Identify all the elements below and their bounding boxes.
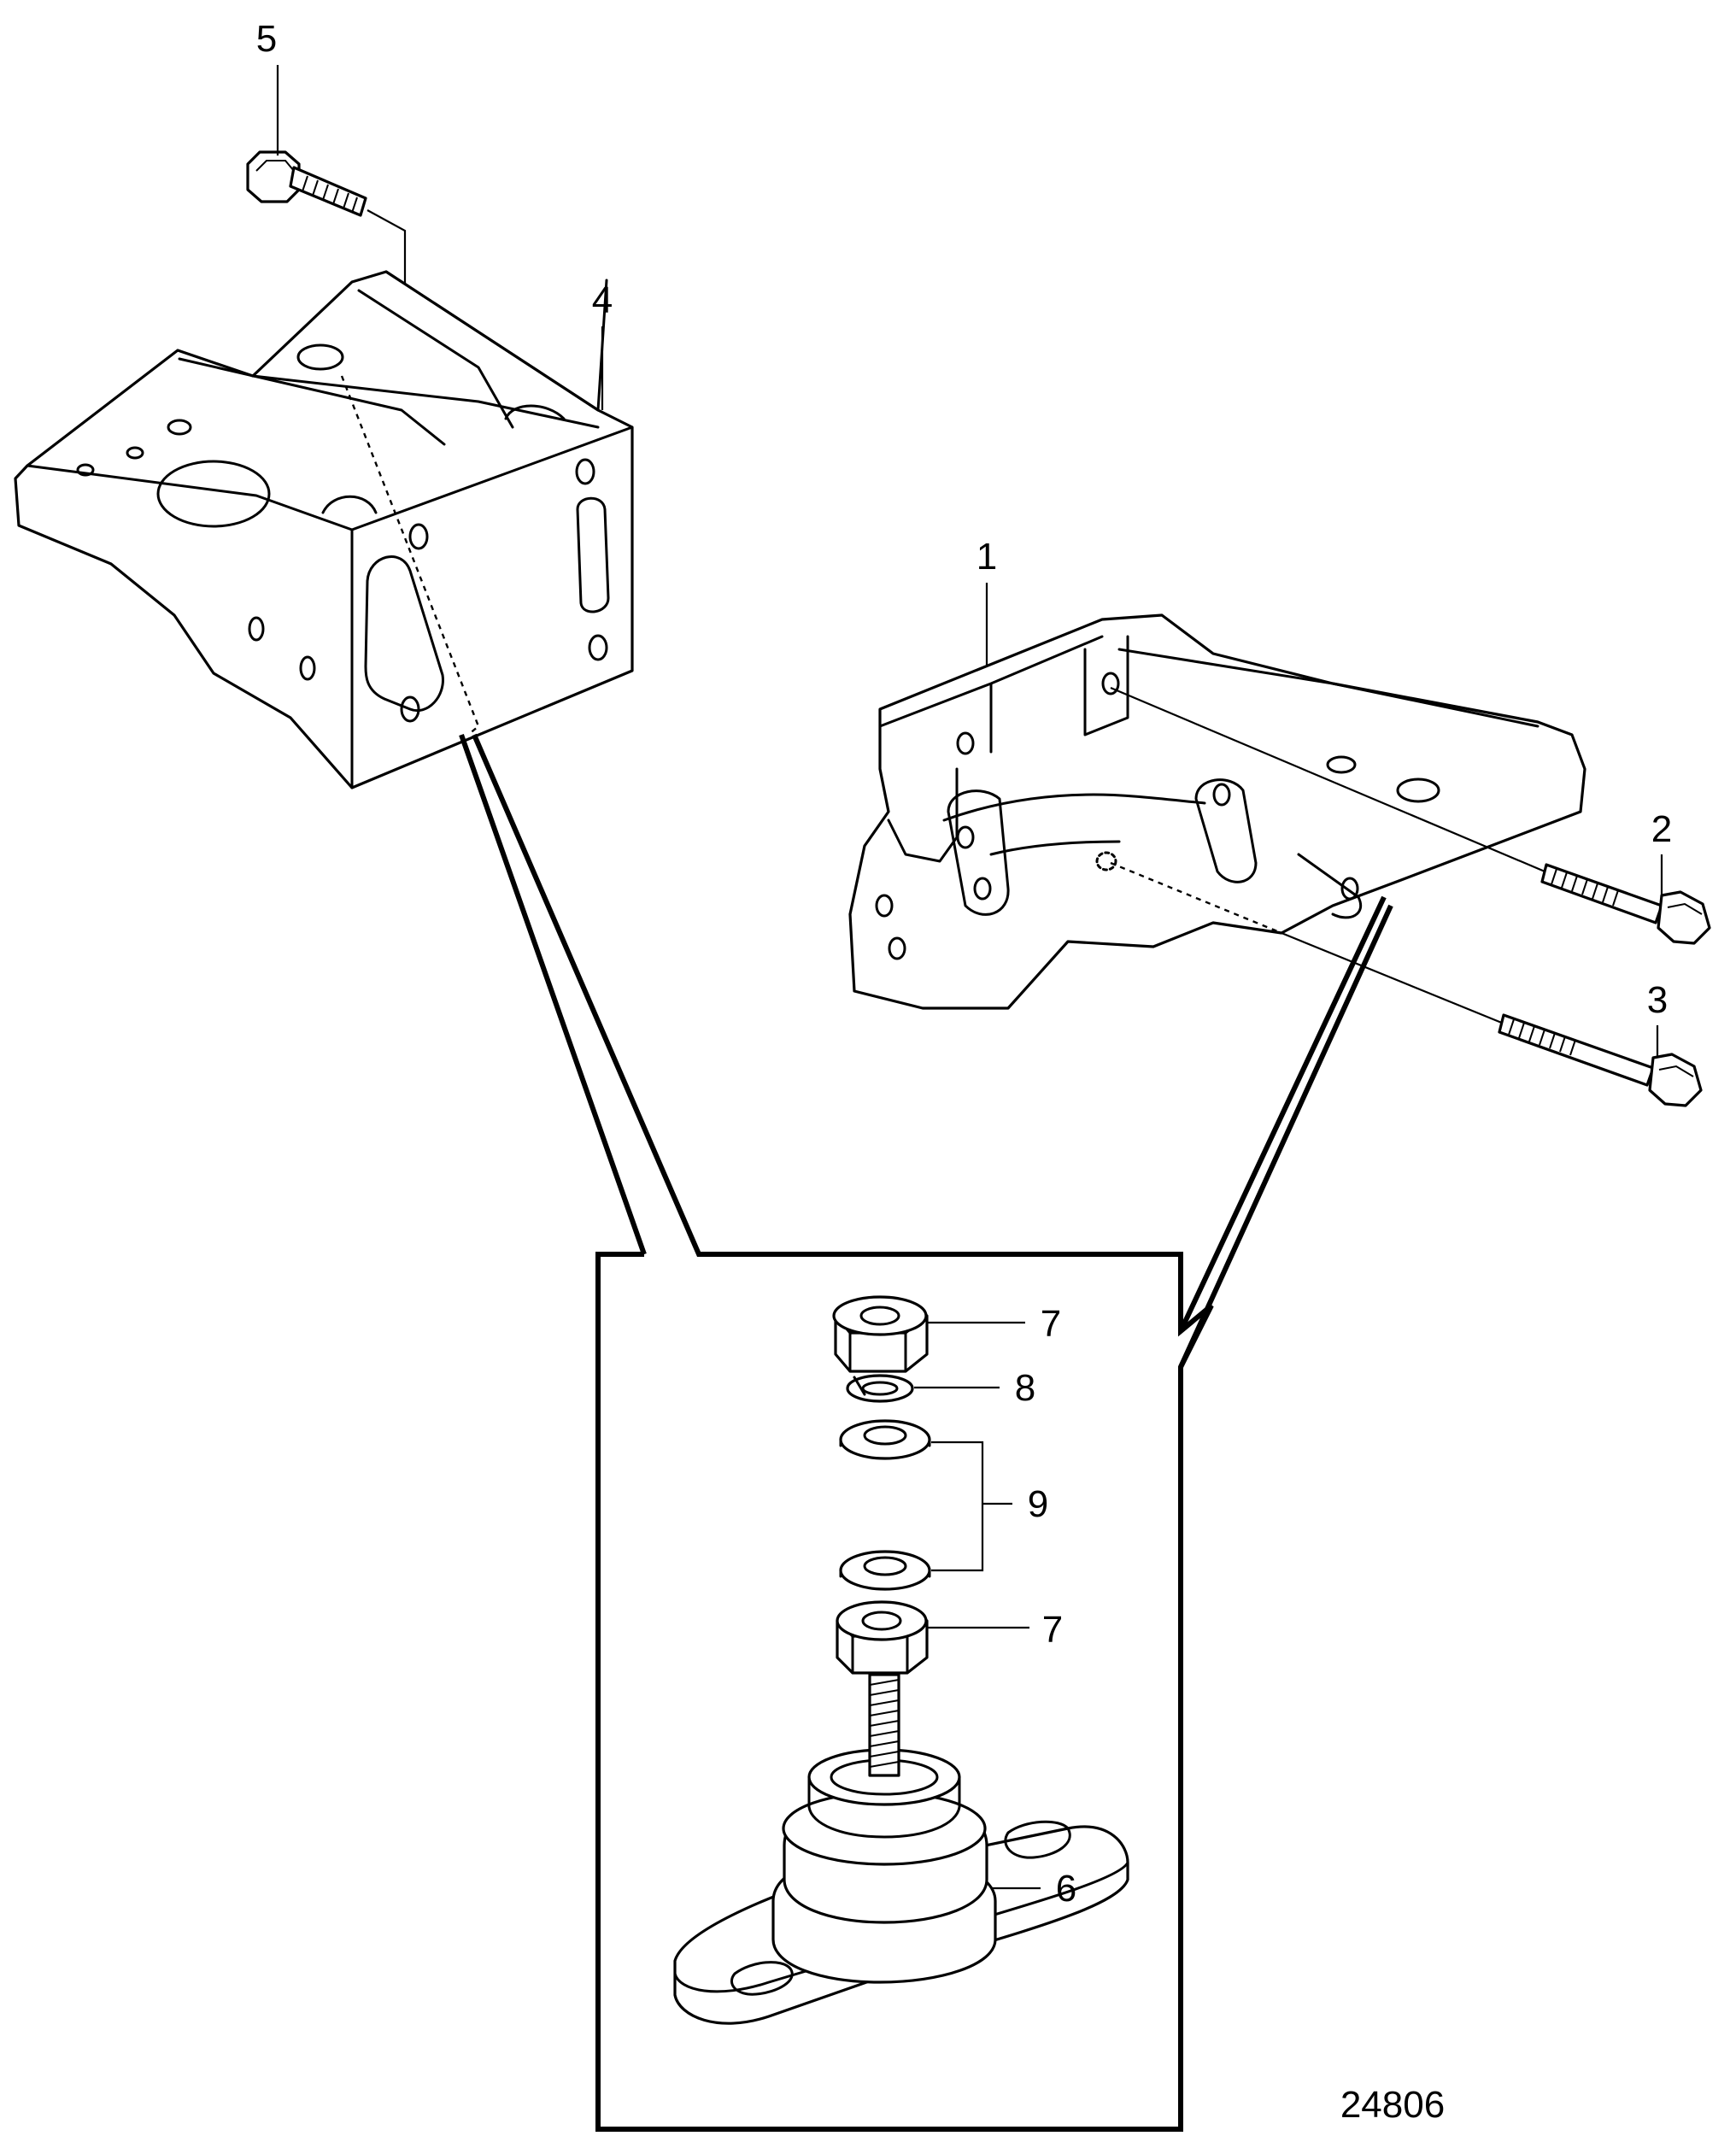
assembly-line-2 — [1110, 686, 1556, 877]
flat-washer-part-9-bottom — [839, 1550, 931, 1591]
callout-2: 2 — [1651, 808, 1672, 850]
callout-1: 1 — [976, 536, 997, 578]
assembly-line-3 — [1281, 931, 1509, 1027]
callout-4: 4 — [592, 279, 613, 321]
callout-8: 8 — [1015, 1367, 1035, 1409]
figure-number: 24806 — [1340, 2084, 1445, 2126]
nut-part-7-bottom — [836, 1600, 929, 1675]
callout-7-top: 7 — [1041, 1303, 1061, 1345]
callout-7-bottom: 7 — [1042, 1609, 1063, 1651]
spring-washer-part-8 — [846, 1374, 914, 1403]
bolt-part-3 — [1498, 1013, 1703, 1107]
flat-washer-part-9-top — [839, 1419, 931, 1460]
callout-5: 5 — [256, 18, 277, 60]
inset-wedge-right — [1178, 895, 1393, 1369]
bolt-part-5 — [246, 150, 367, 217]
nut-part-7-top — [832, 1295, 929, 1373]
callout-9: 9 — [1028, 1483, 1048, 1525]
bracket-part-4 — [14, 270, 634, 789]
engine-mount-part-6 — [673, 1673, 1129, 2025]
leader-9 — [931, 1441, 1012, 1572]
callout-3: 3 — [1647, 979, 1668, 1021]
assembly-line-3-hidden — [1110, 861, 1282, 935]
dashed-axis-4 — [340, 375, 480, 736]
bolt-part-2 — [1540, 863, 1711, 945]
callout-6: 6 — [1056, 1868, 1076, 1910]
bracket-part-1 — [848, 613, 1586, 1010]
